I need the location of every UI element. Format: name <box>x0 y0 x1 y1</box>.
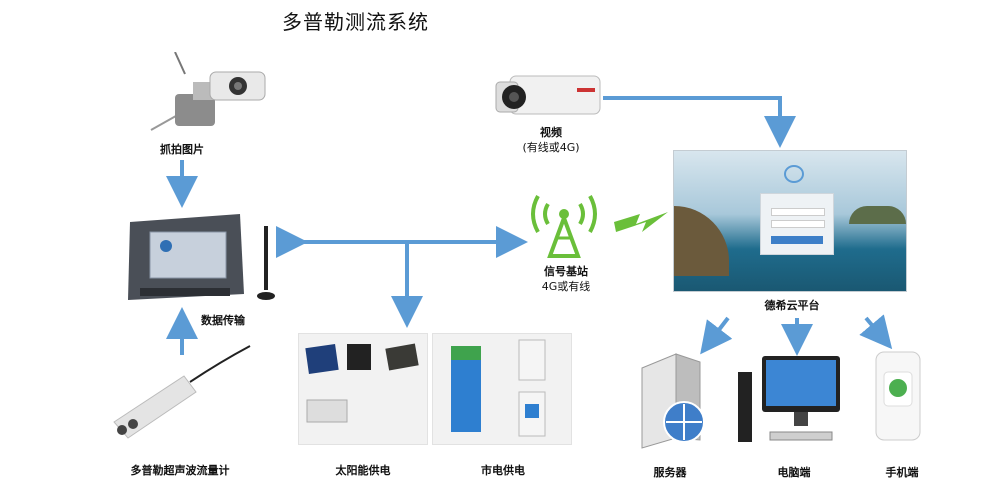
login-button <box>771 236 823 244</box>
mobile-label: 手机端 <box>885 466 919 479</box>
login-form <box>760 193 834 255</box>
camera-label: 抓拍图片 <box>160 143 204 156</box>
cloud-logo-icon <box>784 165 804 183</box>
pc-label: 电脑端 <box>777 466 811 479</box>
diagram-title: 多普勒测流系统 <box>282 10 429 34</box>
arrow-video-to-platform <box>603 96 796 148</box>
mobile-icon <box>874 350 922 442</box>
server-label: 服务器 <box>653 466 687 479</box>
transmission-device-icon <box>120 208 280 308</box>
mains-label: 市电供电 <box>481 464 525 477</box>
signal-tower-icon <box>522 186 606 258</box>
cliff-shape <box>674 206 729 276</box>
password-field <box>771 220 825 228</box>
base-station-sublabel: 4G或有线 <box>541 280 591 293</box>
bullet-camera-icon <box>492 72 604 122</box>
video-label: 视频 <box>540 126 562 139</box>
camera-icon <box>145 51 270 137</box>
server-icon <box>636 350 716 450</box>
mains-power-panel <box>432 333 572 445</box>
signal-bolt <box>614 212 668 232</box>
solar-label: 太阳能供电 <box>335 464 391 477</box>
username-field <box>771 208 825 216</box>
arrow-platform-to-mobile <box>859 314 893 350</box>
island-shape <box>849 206 906 224</box>
solar-power-panel <box>298 333 428 445</box>
flowmeter-label: 多普勒超声波流量计 <box>130 464 230 477</box>
arrow-platform-to-server <box>700 316 733 355</box>
pc-icon <box>734 352 844 452</box>
video-sublabel: (有线或4G) <box>522 141 580 154</box>
transmission-label: 数据传输 <box>201 314 245 327</box>
platform-label: 德希云平台 <box>764 299 820 312</box>
base-station-label: 信号基站 <box>544 265 588 278</box>
flowmeter-icon <box>100 342 260 442</box>
cloud-platform-screen <box>673 150 907 292</box>
